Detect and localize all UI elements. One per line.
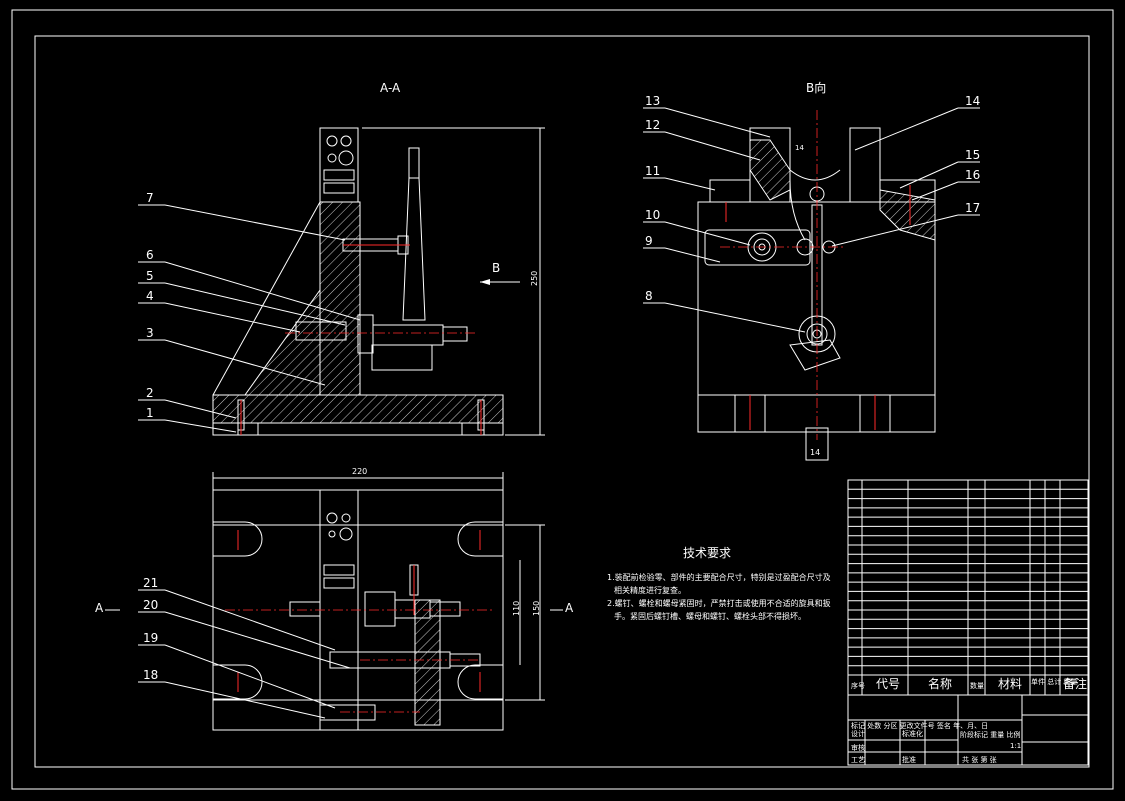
title-block: 标记 处数 分区 更改文件号 签名 年、月、日 设计 标准化 阶段标记 重量 比… [847, 694, 1089, 766]
callout-19: 19 [143, 631, 158, 645]
callout-20: 20 [143, 598, 158, 612]
tb-sheet: 共 张 第 张 [962, 755, 997, 764]
notes-line-1: 1.装配前检验零、部件的主要配合尺寸，特别是过盈配合尺寸及 [607, 572, 831, 582]
b-view-dim-label: 14 [795, 144, 804, 152]
b-view-title: B向 [806, 80, 826, 95]
notes-line-2: 相关精度进行复查。 [614, 585, 686, 595]
tb-stage: 阶段标记 重量 比例 [960, 730, 1020, 739]
bom-col-qty: 数量 [970, 681, 984, 690]
bom-col-seq: 序号 [851, 681, 865, 690]
bom-col-weight: 单件 总计 重量 [1031, 677, 1077, 686]
callout-3: 3 [146, 326, 154, 340]
tb-review: 审核 [851, 743, 865, 752]
width-dimension: 220 [352, 467, 367, 476]
callout-11: 11 [645, 164, 660, 178]
notes-line-4: 手。紧固后螺钉槽、螺母和螺钉、螺栓头部不得损坏。 [614, 611, 806, 621]
callout-16: 16 [965, 168, 980, 182]
bom-col-name: 名称 [928, 676, 952, 691]
section-mark-left: A [95, 601, 104, 615]
notes-line-3: 2.螺钉、螺栓和螺母紧固时，严禁打击或使用不合适的旋具和扳 [607, 598, 831, 608]
b-direction-view: B向 14 14 [697, 80, 936, 461]
callout-1: 1 [146, 406, 154, 420]
callout-5: 5 [146, 269, 154, 283]
bom-col-remark: 备注 [1063, 676, 1087, 691]
callout-6: 6 [146, 248, 154, 262]
callout-14: 14 [965, 94, 980, 108]
callout-13: 13 [645, 94, 660, 108]
callout-2: 2 [146, 386, 154, 400]
tb-revision-row: 标记 处数 分区 更改文件号 签名 年、月、日 [851, 721, 988, 730]
inner-border [34, 35, 1090, 768]
height-dimension: 250 [530, 271, 539, 286]
callout-4: 4 [146, 289, 154, 303]
tb-approve: 批准 [902, 755, 916, 764]
callout-21: 21 [143, 576, 158, 590]
dim-150: 150 [532, 601, 541, 616]
callout-18: 18 [143, 668, 158, 682]
outer-border [11, 9, 1114, 790]
arrow-b-label: B [492, 261, 500, 275]
callout-8: 8 [645, 289, 653, 303]
callout-15: 15 [965, 148, 980, 162]
callout-9: 9 [645, 234, 653, 248]
tb-standard: 标准化 [902, 729, 923, 738]
tb-craft: 工艺 [851, 756, 865, 764]
bom-col-material: 材料 [998, 677, 1022, 691]
callout-17: 17 [965, 201, 980, 215]
bom-col-code: 代号 [876, 677, 900, 691]
callouts-b-view: 13 12 11 10 9 8 14 15 16 17 [643, 94, 980, 333]
callout-10: 10 [645, 208, 660, 222]
tb-scale: 1:1 [1010, 742, 1021, 750]
technical-requirements: 技术要求 1.装配前检验零、部件的主要配合尺寸，特别是过盈配合尺寸及 相关精度进… [607, 546, 831, 621]
dim-110: 110 [512, 601, 521, 616]
section-aa-title: A-A [380, 81, 401, 95]
notes-title: 技术要求 [683, 546, 731, 560]
slot-dimension: 14 [810, 448, 820, 457]
callout-7: 7 [146, 191, 154, 205]
section-mark-right: A [565, 601, 574, 615]
callouts-top-view: 21 20 19 18 [138, 576, 351, 719]
tb-design: 设计 [851, 729, 865, 738]
section-aa-view: A-A B [212, 81, 545, 436]
callouts-left: 7 6 5 4 3 2 1 [138, 191, 361, 433]
callout-12: 12 [645, 118, 660, 132]
bom-table: 序号 代号 名称 数量 材料 单件 总计 重量 备注 [847, 479, 1089, 696]
top-view: 220 110 150 A A [95, 467, 574, 731]
